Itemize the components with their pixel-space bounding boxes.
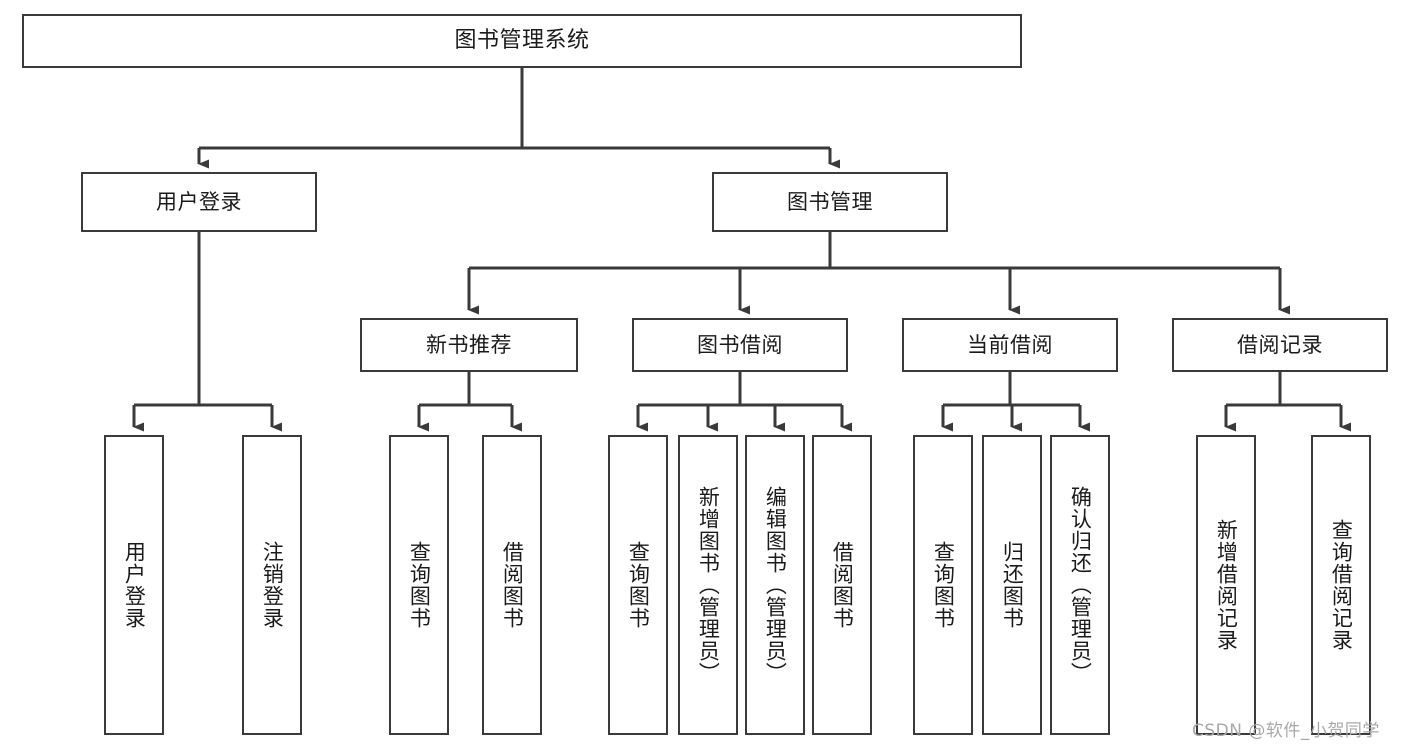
node-leaf-user-logout-label: 注销登录 [260, 541, 285, 629]
node-user-login[interactable]: 用户登录 [81, 172, 317, 232]
node-borrow-record-label: 借阅记录 [1237, 332, 1323, 357]
node-leaf-query-book-borrow-label: 查询图书 [626, 541, 651, 629]
node-book-borrow-label: 图书借阅 [697, 332, 783, 357]
node-leaf-return-book[interactable]: 归还图书 [982, 435, 1042, 735]
node-leaf-query-borrow-record-label: 查询借阅记录 [1329, 519, 1354, 651]
node-user-login-label: 用户登录 [156, 189, 242, 214]
node-leaf-add-borrow-record[interactable]: 新增借阅记录 [1196, 435, 1256, 735]
node-leaf-add-book-admin-label: 新增图书（管理员） [696, 486, 721, 684]
node-new-book-recommend[interactable]: 新书推荐 [360, 318, 578, 372]
node-leaf-user-logout[interactable]: 注销登录 [242, 435, 302, 735]
node-book-management[interactable]: 图书管理 [712, 172, 948, 232]
node-leaf-add-book-admin[interactable]: 新增图书（管理员） [678, 435, 738, 735]
node-current-borrow[interactable]: 当前借阅 [902, 318, 1118, 372]
node-leaf-confirm-return-admin-label: 确认归还（管理员） [1068, 486, 1093, 684]
node-leaf-query-book-recommend-label: 查询图书 [407, 541, 432, 629]
node-leaf-query-book-borrow[interactable]: 查询图书 [608, 435, 668, 735]
node-book-borrow[interactable]: 图书借阅 [632, 318, 848, 372]
node-leaf-borrow-book-recommend[interactable]: 借阅图书 [482, 435, 542, 735]
node-root-label: 图书管理系统 [454, 28, 590, 54]
node-new-book-recommend-label: 新书推荐 [426, 332, 512, 357]
node-leaf-confirm-return-admin[interactable]: 确认归还（管理员） [1050, 435, 1110, 735]
node-leaf-borrow-book[interactable]: 借阅图书 [812, 435, 872, 735]
node-leaf-edit-book-admin-label: 编辑图书（管理员） [763, 486, 788, 684]
node-leaf-borrow-book-recommend-label: 借阅图书 [500, 541, 525, 629]
node-leaf-user-login-label: 用户登录 [122, 541, 147, 629]
node-leaf-return-book-label: 归还图书 [1000, 541, 1025, 629]
node-leaf-query-book-current[interactable]: 查询图书 [913, 435, 973, 735]
node-book-management-label: 图书管理 [787, 189, 873, 214]
node-leaf-query-book-recommend[interactable]: 查询图书 [389, 435, 449, 735]
node-leaf-query-book-current-label: 查询图书 [931, 541, 956, 629]
node-leaf-borrow-book-label: 借阅图书 [830, 541, 855, 629]
node-leaf-add-borrow-record-label: 新增借阅记录 [1214, 519, 1239, 651]
node-current-borrow-label: 当前借阅 [967, 332, 1053, 357]
node-leaf-query-borrow-record[interactable]: 查询借阅记录 [1311, 435, 1371, 735]
node-root[interactable]: 图书管理系统 [22, 14, 1022, 68]
node-leaf-user-login[interactable]: 用户登录 [104, 435, 164, 735]
node-leaf-edit-book-admin[interactable]: 编辑图书（管理员） [745, 435, 805, 735]
node-borrow-record[interactable]: 借阅记录 [1172, 318, 1388, 372]
watermark-text: CSDN @软件_小贺同学 [1192, 721, 1380, 741]
